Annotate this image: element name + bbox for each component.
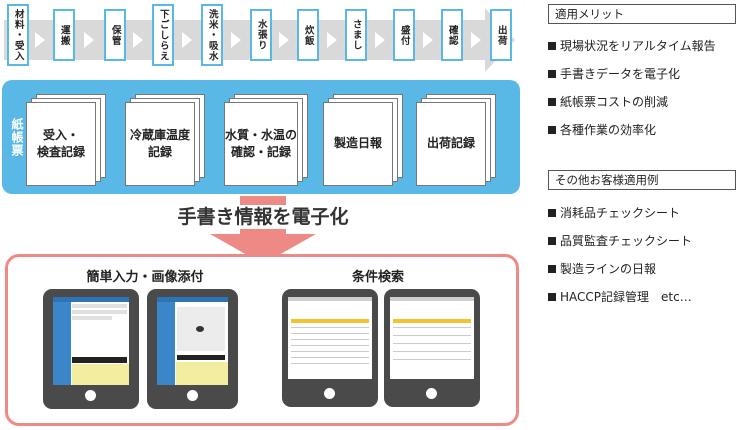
bullet-square-icon (548, 265, 556, 273)
flow-step-rice-wash: 洗米・吸水 (201, 4, 223, 66)
flow-chevron-icon (375, 32, 385, 48)
flow-step-cool: さまし (345, 9, 367, 61)
case-item: HACCP記録管理 etc… (548, 290, 692, 304)
flow-chevron-icon (231, 32, 241, 48)
tablet-search-detail (384, 289, 480, 407)
input-section-title: 簡単入力・画像添付 (86, 270, 204, 285)
benefits-list: 現場状況をリアルタイム報告 手書きデータを電子化 紙帳票コストの削減 各種作業の… (548, 39, 716, 151)
flow-step-plating: 盛付 (393, 9, 415, 61)
bullet-square-icon (548, 70, 556, 78)
flow-step-transport: 運搬 (53, 9, 75, 61)
flow-chevron-icon (423, 32, 433, 48)
bullet-square-icon (548, 209, 556, 217)
case-item: 品質監査チェックシート (548, 234, 692, 248)
flow-chevron-icon (471, 32, 481, 48)
tablet-screen (157, 297, 228, 385)
home-button-icon (324, 388, 335, 399)
benefit-item: 紙帳票コストの削減 (548, 95, 716, 109)
bullet-square-icon (548, 126, 556, 134)
flow-chevron-icon (182, 32, 192, 48)
benefits-heading: 適用メリット (548, 4, 736, 24)
flow-step-check: 確認 (441, 9, 463, 61)
form-water-quality: 水質・水温の 確認・記録 (224, 102, 298, 186)
flow-step-cook: 炊飯 (297, 9, 319, 61)
tablet-screen (288, 297, 372, 379)
flow-chevron-icon (279, 32, 289, 48)
bullet-square-icon (548, 293, 556, 301)
form-fridge-temperature: 冷蔵庫温度 記録 (125, 102, 195, 186)
flow-chevron-icon (133, 32, 143, 48)
home-button-icon (85, 390, 96, 401)
tablet-input-form (43, 289, 139, 409)
case-item: 消耗品チェックシート (548, 206, 692, 220)
flow-chevron-icon (84, 32, 94, 48)
form-receiving-inspection: 受入・ 検査記録 (26, 102, 96, 186)
flow-step-prep: 下ごしらえ (152, 4, 174, 66)
benefit-item: 現場状況をリアルタイム報告 (548, 39, 716, 53)
flow-chevron-icon (327, 32, 337, 48)
bullet-square-icon (548, 42, 556, 50)
flow-chevron-icon (35, 32, 45, 48)
other-cases-heading: その他お客様適用例 (548, 170, 736, 190)
conversion-label: 手書き情報を電子化 (150, 205, 376, 229)
home-button-icon (426, 388, 437, 399)
tablet-screen (53, 297, 129, 385)
tablet-screen (390, 297, 474, 379)
benefit-item: 手書きデータを電子化 (548, 67, 716, 81)
benefit-item: 各種作業の効率化 (548, 123, 716, 137)
bullet-square-icon (548, 237, 556, 245)
flow-step-water-fill: 水張り (250, 9, 272, 61)
search-section-title: 条件検索 (351, 270, 404, 285)
flow-step-ship: 出荷 (490, 9, 512, 61)
other-cases-list: 消耗品チェックシート 品質監査チェックシート 製造ラインの日報 HACCP記録管… (548, 206, 692, 318)
form-shipping-record: 出荷記録 (416, 102, 486, 186)
tablet-search-list (282, 289, 378, 407)
flow-step-receiving: 材料・受入 (7, 4, 29, 66)
tablet-image-attach (147, 289, 238, 409)
home-button-icon (187, 390, 198, 401)
paper-forms-label: 紙帳票 (10, 118, 24, 157)
bullet-square-icon (548, 98, 556, 106)
case-item: 製造ラインの日報 (548, 262, 692, 276)
flow-step-storage: 保管 (104, 9, 126, 61)
form-production-daily-report: 製造日報 (323, 102, 393, 186)
